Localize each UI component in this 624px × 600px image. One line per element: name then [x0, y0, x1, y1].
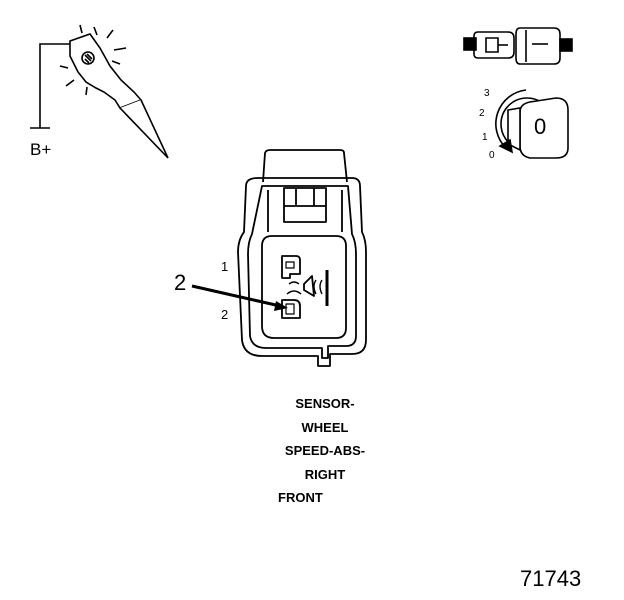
connector-inner-shell	[247, 185, 357, 359]
pin-1-label: 1	[221, 259, 229, 274]
ignition-position-3: 3	[484, 88, 490, 99]
test-light-lead-wire	[39, 43, 70, 128]
caption-line: SPEED-ABS-	[284, 443, 366, 458]
ignition-position-arc	[495, 89, 527, 149]
connector-outer-shell	[237, 177, 367, 367]
pin-2-label: 2	[221, 307, 229, 322]
bulb-icon	[81, 51, 95, 65]
light-rays-icon	[59, 24, 127, 96]
component-caption: SENSOR- WHEEL SPEED-ABS- RIGHT FRONT	[250, 392, 400, 510]
key-position-label: 0	[534, 114, 547, 139]
ignition-position-1: 1	[482, 132, 488, 143]
figure-number: 71743	[520, 566, 582, 591]
ignition-switch-icon	[495, 89, 569, 159]
connector-face	[237, 149, 367, 367]
test-light-body	[69, 33, 143, 109]
key-feature	[303, 275, 315, 297]
callout-arrow	[191, 284, 288, 311]
connector-latch	[262, 149, 348, 183]
callout-number: 2	[174, 270, 187, 295]
ignition-position-0: 0	[489, 150, 495, 161]
terminal-cavity-area	[261, 235, 347, 339]
connector-mating-icon	[463, 27, 573, 65]
latch-window	[283, 187, 327, 223]
caption-line: FRONT	[278, 490, 323, 505]
terminal-1-icon	[281, 255, 301, 279]
caption-line: WHEEL	[301, 419, 349, 435]
ignition-position-2: 2	[479, 108, 485, 119]
caption-line: SENSOR-	[295, 396, 355, 411]
terminal-2-icon	[281, 299, 301, 319]
test-light-probe	[119, 99, 169, 159]
test-light-icon	[30, 24, 169, 159]
battery-supply-label: B+	[30, 140, 52, 159]
caption-line: RIGHT	[304, 466, 346, 482]
position-pointer	[498, 138, 514, 154]
